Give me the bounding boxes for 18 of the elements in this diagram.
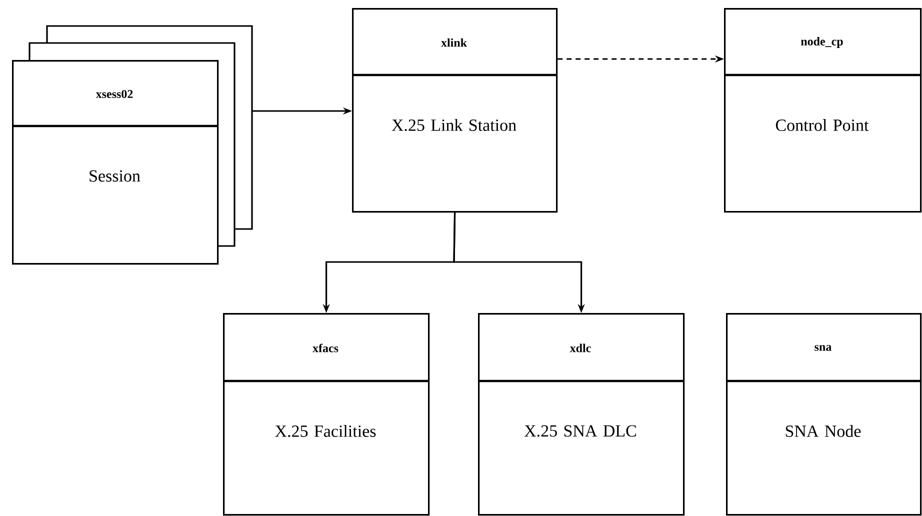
component-box xyxy=(478,313,685,516)
component-box xyxy=(223,313,430,516)
body-text: Session xyxy=(90,170,140,182)
body-text: X.25 Facilities xyxy=(275,424,376,437)
header-text: xsess02 xyxy=(96,90,133,98)
component-box xyxy=(726,313,922,516)
header-text: node_cp xyxy=(801,37,843,48)
body-text: Control Point xyxy=(776,119,869,131)
header-text: xlink xyxy=(441,38,467,47)
header-text: sna xyxy=(814,345,832,351)
component-box xyxy=(352,8,558,213)
header-text: xdlc xyxy=(570,344,591,352)
body-text: X.25 Link Station xyxy=(392,118,516,131)
stacked-box xyxy=(12,25,253,265)
body-text: SNA Node xyxy=(786,425,861,437)
component-box xyxy=(724,8,922,213)
header-text: xfacs xyxy=(312,344,338,352)
body-text: X.25 SNA DLC xyxy=(524,425,636,437)
